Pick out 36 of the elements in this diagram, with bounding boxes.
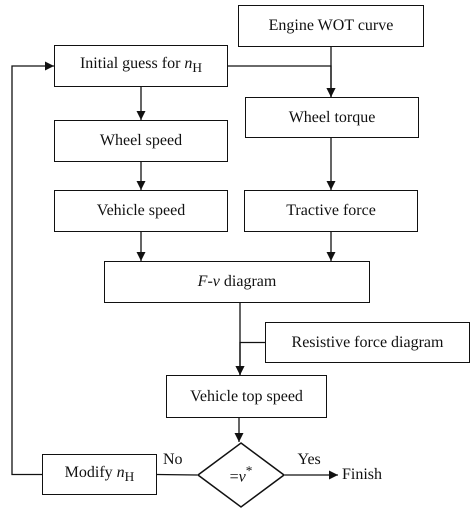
- connector-line: [157, 474, 197, 476]
- arrow: [285, 470, 338, 480]
- arrow: [136, 87, 146, 120]
- process-box: [265, 322, 470, 363]
- process-box: [245, 97, 419, 138]
- arrow: [11, 62, 54, 476]
- box-label: Engine WOT curve: [268, 17, 394, 35]
- arrow: [326, 138, 336, 190]
- box-label: Tractive force: [286, 202, 376, 220]
- box-label: Resistive force diagram: [292, 334, 444, 352]
- box-label: =v$^{*}$: [230, 463, 252, 487]
- arrow: [228, 65, 336, 97]
- arrow: [136, 162, 146, 190]
- process-box: [42, 454, 157, 495]
- edge-label: Yes: [298, 451, 321, 469]
- process-box: [238, 5, 424, 47]
- box-label: Vehicle speed: [96, 202, 186, 220]
- process-box: [104, 261, 370, 303]
- process-box: [54, 45, 228, 87]
- box-label: Wheel speed: [100, 132, 182, 150]
- decision-diamond: [197, 442, 285, 508]
- arrow: [326, 232, 336, 261]
- box-label: Modify n$_{H}$: [64, 464, 134, 486]
- box-label: F-v diagram: [198, 273, 276, 291]
- box-label: Wheel torque: [288, 108, 376, 126]
- box-label: Initial guess for n$_{H}$: [80, 55, 202, 77]
- process-box: [54, 120, 228, 162]
- end-label: Finish: [338, 460, 390, 490]
- arrow: [136, 232, 146, 261]
- process-box: [54, 190, 228, 232]
- process-box: [244, 190, 418, 232]
- arrow: [234, 418, 244, 442]
- box-label: Vehicle top speed: [190, 388, 303, 406]
- edge-label: No: [163, 451, 183, 469]
- process-box: [166, 375, 327, 418]
- arrow: [236, 342, 265, 375]
